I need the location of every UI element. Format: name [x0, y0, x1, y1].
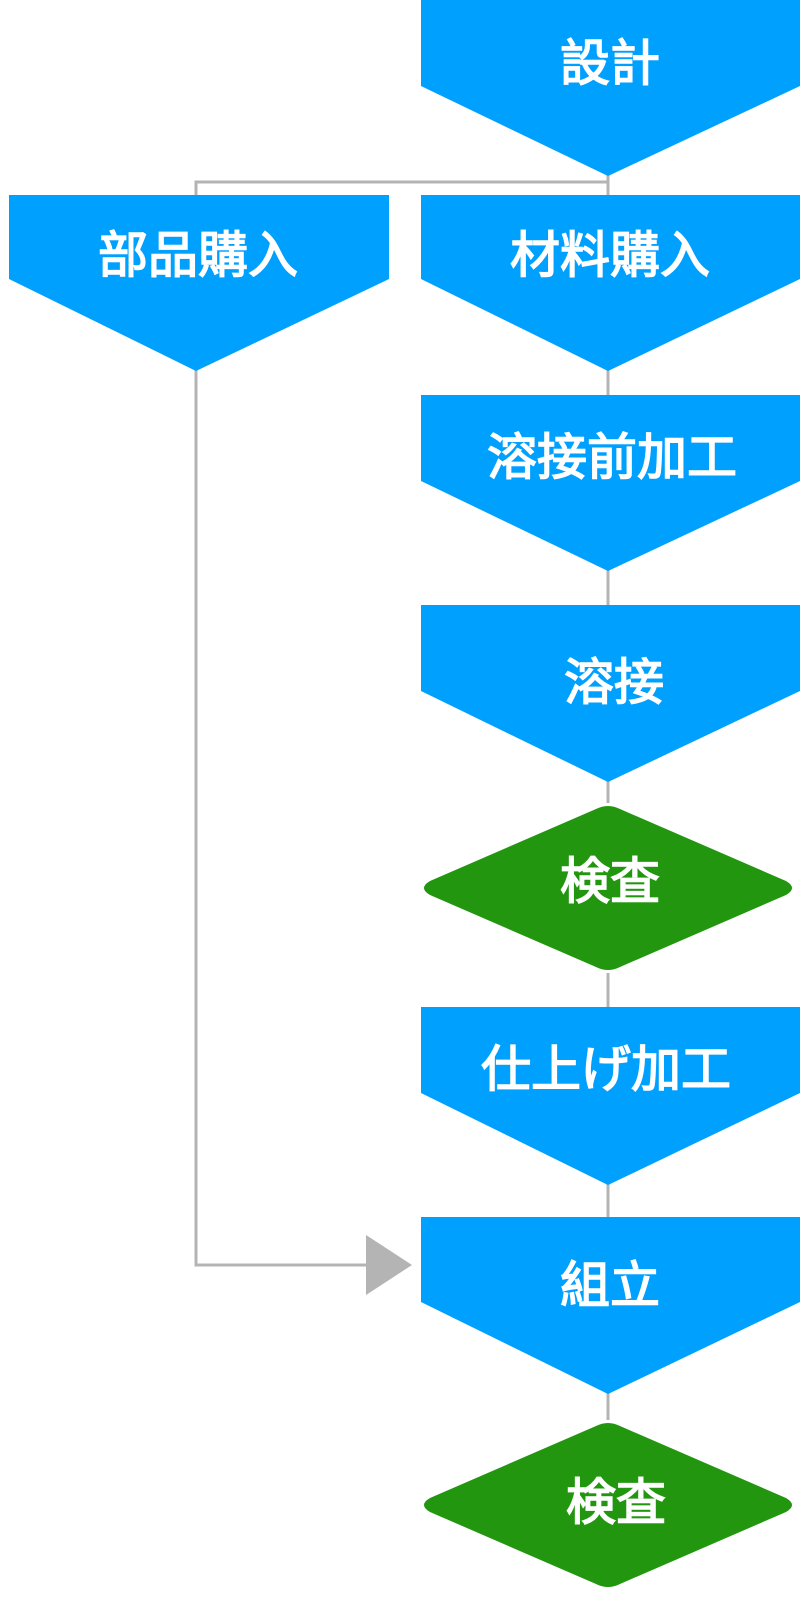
node-label: 部品購入	[98, 227, 298, 285]
node-label: 仕上げ加工	[481, 1041, 731, 1099]
node-welding: 溶接	[421, 605, 800, 782]
node-inspection-1: 検査	[424, 806, 792, 970]
node-assembly: 組立	[421, 1217, 800, 1394]
inspection-shape	[424, 806, 792, 970]
node-label: 検査	[560, 853, 660, 911]
process-shape	[421, 605, 800, 782]
process-shape	[421, 195, 800, 371]
process-shape	[9, 195, 389, 371]
node-material-purchase: 材料購入	[421, 195, 800, 371]
node-label: 設計	[560, 35, 660, 93]
edge-parts-assembly	[194, 370, 368, 1267]
node-label: 組立	[560, 1257, 660, 1315]
connectors	[194, 172, 610, 1420]
node-label: 溶接前加工	[487, 429, 737, 487]
edge-design-parts	[194, 180, 608, 195]
node-label: 溶接	[564, 654, 664, 712]
node-pre-weld-processing: 溶接前加工	[421, 395, 800, 571]
process-shape	[421, 1007, 800, 1185]
process-shape	[421, 1217, 800, 1394]
process-shape	[421, 395, 800, 571]
process-shape	[421, 0, 800, 176]
node-label: 検査	[566, 1474, 666, 1532]
node-finishing: 仕上げ加工	[421, 1007, 800, 1185]
node-label: 材料購入	[510, 227, 710, 285]
arrow-head-icon	[366, 1235, 412, 1295]
node-parts-purchase: 部品購入	[9, 195, 389, 371]
node-inspection-2: 検査	[424, 1423, 792, 1587]
inspection-shape	[424, 1423, 792, 1587]
node-design: 設計	[421, 0, 800, 176]
